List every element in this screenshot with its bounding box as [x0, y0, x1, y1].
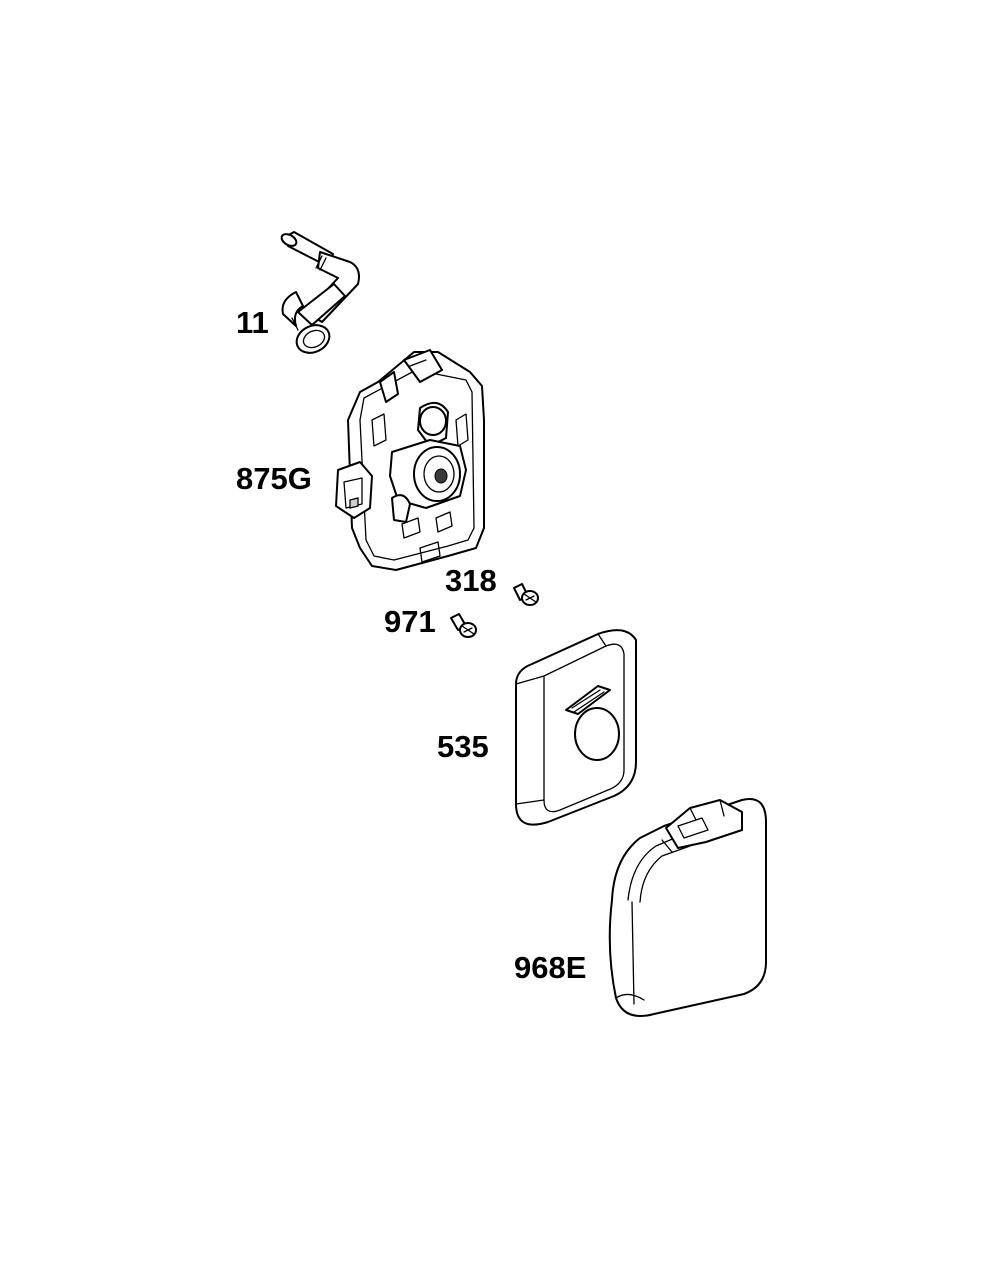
air-cleaner-cover-icon [608, 798, 767, 1017]
part-number-535: 535 [437, 729, 489, 764]
part-number-318: 318 [445, 563, 497, 598]
breather-tube-icon [280, 231, 360, 354]
foam-air-filter-icon [515, 629, 637, 826]
screw-971-icon [450, 613, 477, 638]
part-number-968e: 968E [514, 950, 587, 985]
screw-318-icon [513, 583, 539, 606]
part-number-11: 11 [236, 305, 269, 340]
part-number-971: 971 [384, 604, 436, 639]
part-number-875g: 875G [236, 461, 312, 496]
air-filter-base-icon [335, 349, 485, 571]
